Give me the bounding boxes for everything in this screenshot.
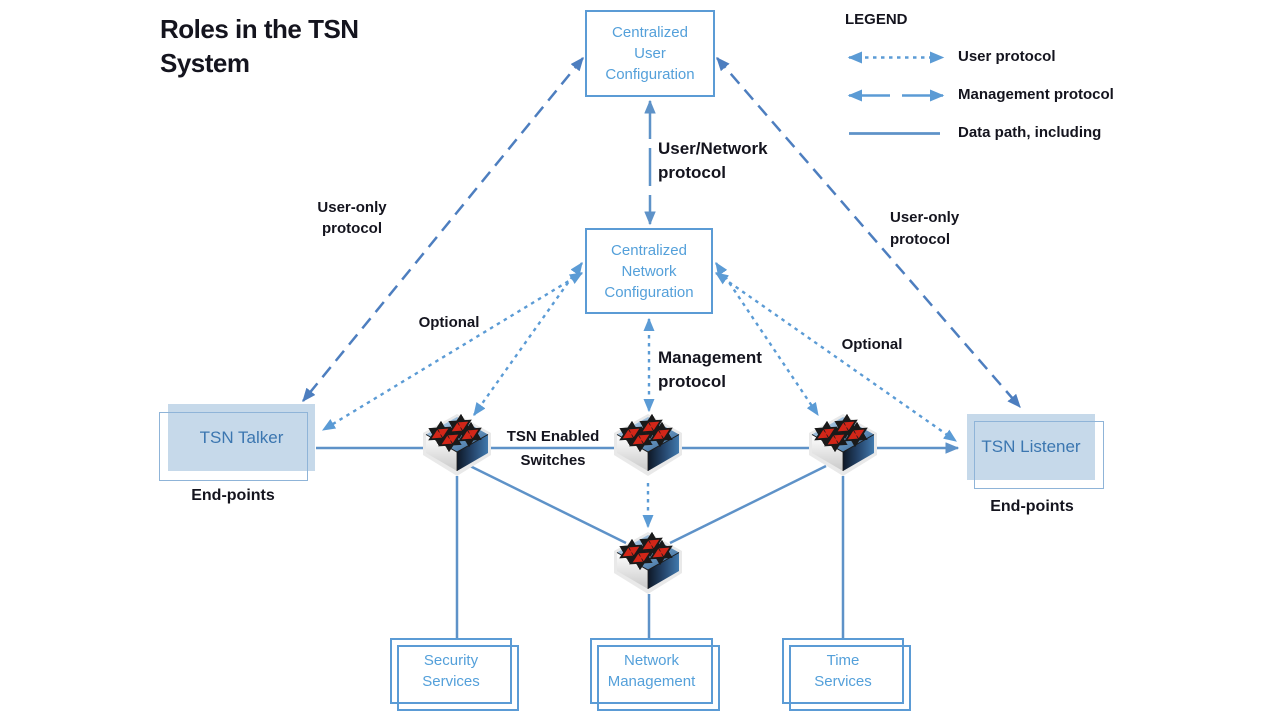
node-security-services: Security Services [390,638,519,711]
node-tsn-talker: TSN Talker [159,404,315,481]
edge-datapath-left-switch-bottom-switch [469,464,627,545]
edge-cnc-talker-optional [321,271,584,432]
management-protocol-arrow-icon [847,89,945,102]
annotation-endpoints-right: End-points [990,498,1074,515]
legend-heading: LEGEND [845,11,908,28]
annotation-tsn-enabled-switches: TSN Enabled Switches [506,428,600,469]
node-centralized-user-configuration: Centralized User Configuration [585,10,715,97]
tsn-switch-icon-right [806,412,880,478]
annotation-endpoints-left: End-points [191,487,275,504]
node-tsn-listener: TSN Listener [967,414,1104,489]
edge-cuc-listener-user-only [716,57,1021,408]
annotation-user-only-protocol-left: User-only protocol [317,199,387,237]
legend-item-label: Management protocol [958,86,1114,103]
legend-item-label: User protocol [958,48,1056,65]
tsn-switch-icon-left [420,412,494,478]
tsn-switch-icon-middle [611,412,685,478]
annotation-optional-right: Optional [841,336,903,353]
node-centralized-network-configuration: Centralized Network Configuration [585,228,713,314]
node-network-management: Network Management [590,638,720,711]
annotation-user-only-protocol-right: User-only protocol [890,209,960,248]
user-protocol-arrow-icon [847,51,945,64]
edge-cnc-left-switch [473,262,583,416]
edge-cnc-listener-optional [715,272,957,442]
annotation-optional-left: Optional [418,314,480,331]
page-title: Roles in the TSN System [160,14,359,78]
tsn-switch-icon-bottom [611,530,685,596]
legend-item-label: Data path, including [958,124,1102,141]
annotation-management-protocol: Management protocol [658,348,762,391]
edge-datapath-right-switch-bottom-switch [669,464,827,545]
node-time-services: Time Services [782,638,911,711]
annotation-user-network-protocol: User/Network protocol [658,139,768,182]
data-path-line-icon [849,132,940,135]
